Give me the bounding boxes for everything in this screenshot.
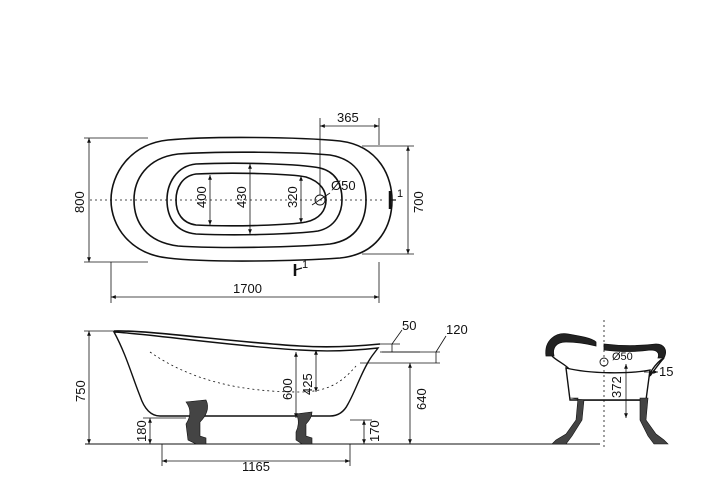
svg-text:1: 1 [302,259,308,271]
side-rim-top [113,330,381,348]
dim-120-label: 120 [446,322,468,337]
side-tub-body [112,331,380,417]
dim-600-label: 600 [280,378,295,400]
dim-700-label: 700 [411,191,426,213]
top-view: 365 800 400 430 320 Ø50 700 1 [72,110,426,303]
dim-50-label: 50 [402,318,416,333]
dim-15-label: 15 [659,364,673,379]
section-marker-bottom: 1 [293,259,308,276]
claw-foot-right [295,411,313,445]
section-foot-right [639,397,669,445]
tub-inner-rim [133,151,367,249]
dim-400-label: 400 [194,186,209,208]
tub-outer-rim [110,136,393,262]
dim-170-label: 170 [367,420,382,442]
section-body [565,367,651,401]
section-foot-left [551,397,585,445]
dim-640-label: 640 [414,388,429,410]
section-drain-diameter-label: Ø50 [612,351,633,363]
dim-430-label: 430 [234,186,249,208]
drain-leader [311,192,331,206]
leader-120 [435,335,447,353]
dim-372-label: 372 [609,376,624,398]
svg-text:1: 1 [397,188,403,200]
dim-1700-label: 1700 [233,281,262,296]
tub-basin-outline [166,162,343,236]
section-shell-right [603,343,666,359]
claw-foot-left [185,399,208,445]
dim-180-label: 180 [134,420,149,442]
dim-365-label: 365 [337,110,359,125]
section-shell [545,333,597,357]
section-marker-right: 1 [388,188,403,209]
dim-750-label: 750 [73,380,88,402]
leader-50 [391,329,403,345]
dim-1165-label: 1165 [242,459,270,474]
dim-425-label: 425 [300,373,315,395]
dim-320-label: 320 [285,186,300,208]
side-basin-hidden [149,351,357,393]
dim-800-label: 800 [72,191,87,213]
side-view: 750 180 600 425 170 640 50 120 [73,318,600,474]
drain-diameter-label: Ø50 [331,178,356,193]
section-drain [599,357,609,367]
section-view: Ø50 372 15 [545,320,673,448]
